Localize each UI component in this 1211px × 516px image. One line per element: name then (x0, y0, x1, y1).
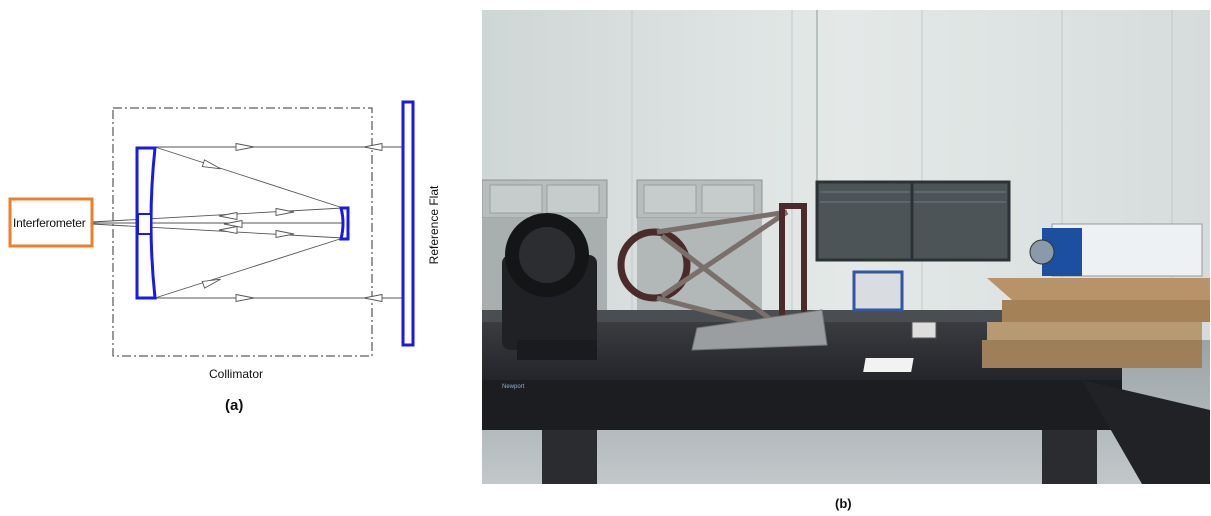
panel-b-caption: (b) (835, 496, 852, 511)
lab-cart (852, 270, 904, 312)
mirror-mount (502, 213, 597, 360)
interferometer-unit (1029, 223, 1203, 277)
optical-schematic (8, 100, 415, 357)
ray-paths (91, 146, 405, 299)
interferometer-box (8, 197, 94, 248)
collimator-enclosure (112, 107, 373, 357)
panel-a-caption: (a) (225, 397, 244, 414)
reference-flat (401, 100, 415, 347)
ray-arrows (201, 143, 383, 302)
reference-flat-label: Reference Flat (427, 185, 441, 265)
secondary-mirror (339, 206, 350, 241)
table-brand-text: Newport (502, 384, 525, 390)
wooden-stand (982, 278, 1210, 368)
collimator-label: Collimator (209, 367, 264, 381)
interferometer-label: Interferometer (13, 216, 86, 230)
primary-mirror (135, 146, 157, 300)
lab-photo: Newport (482, 10, 1210, 484)
telescope-truss (617, 203, 828, 351)
lab-window (815, 180, 1011, 262)
